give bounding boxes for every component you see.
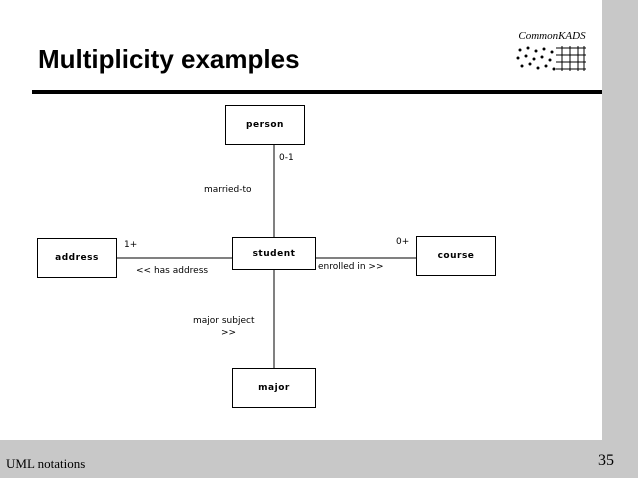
slide: Multiplicity examples CommonKADS [0, 0, 602, 440]
footer-section-name: UML notations [6, 456, 86, 471]
class-person: person [225, 105, 305, 145]
class-student: student [232, 237, 316, 270]
class-address: address [37, 238, 117, 278]
class-major: major [232, 368, 316, 408]
enrolled-in-label: enrolled in >> [318, 262, 384, 272]
class-course: course [416, 236, 496, 276]
has-address-multiplicity: 1+ [124, 240, 138, 250]
enrolled-in-multiplicity: 0+ [396, 237, 410, 247]
major-subject-arrow: >> [221, 328, 237, 338]
logo-grid-icon [516, 46, 586, 71]
major-subject-label: major subject [193, 316, 255, 326]
title-rule [32, 90, 602, 94]
uml-diagram [117, 145, 416, 368]
page-number: 35 [598, 452, 614, 469]
has-address-label: << has address [136, 266, 209, 276]
logo-text: CommonKADS [518, 30, 586, 42]
married-to-label: married-to [204, 185, 252, 195]
commonkads-logo: CommonKADS [514, 30, 590, 76]
married-to-multiplicity: 0-1 [279, 153, 294, 163]
slide-title: Multiplicity examples [38, 44, 300, 74]
